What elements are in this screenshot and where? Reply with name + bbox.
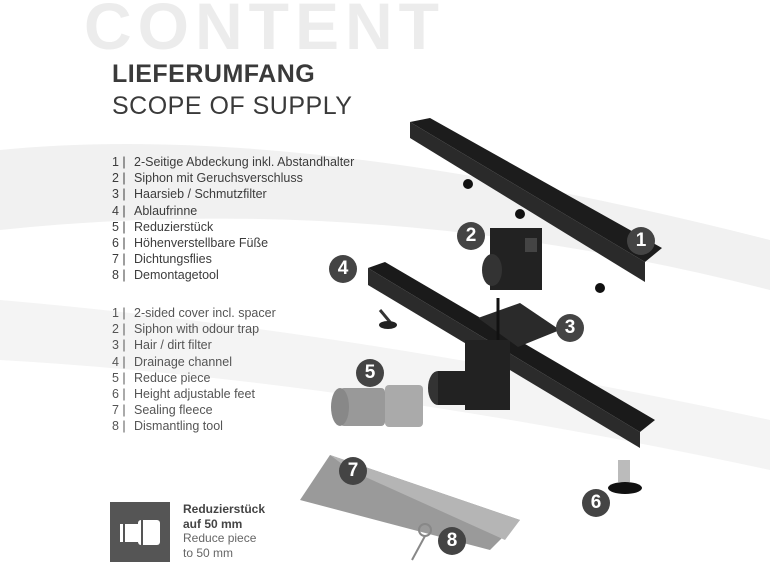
reducer-icon [110, 502, 170, 562]
list-item: 7 |Sealing fleece [112, 403, 213, 418]
reducer-info: Reduzierstück auf 50 mm Reduce piece to … [183, 502, 266, 560]
parts-list-german: 1 |2-Seitige Abdeckung inkl. Abstandhalt… [112, 154, 354, 284]
list-item: 4 |Ablaufrinne [112, 203, 198, 218]
list-item: 2 |Siphon with odour trap [112, 322, 260, 337]
list-item: 6 |Height adjustable feet [112, 387, 255, 402]
page-subtitle: SCOPE OF SUPPLY [112, 92, 353, 120]
badge-6: 6 [582, 489, 610, 517]
badge-1: 1 [627, 227, 655, 255]
list-item: 8 |Dismantling tool [112, 419, 223, 434]
badge-4: 4 [329, 255, 357, 283]
filter-part [478, 298, 560, 347]
list-item: 5 |Reduce piece [112, 370, 211, 385]
cover-part [410, 118, 662, 293]
parts-list-english: 1 |2-sided cover incl. spacer 2 |Siphon … [112, 305, 276, 435]
reduce-piece-part [331, 385, 423, 427]
drainage-channel-part [368, 262, 655, 448]
badge-7: 7 [339, 457, 367, 485]
watermark: CONTENT [84, 0, 445, 63]
sealing-fleece-part [300, 455, 520, 550]
page-title: LIEFERUMFANG [112, 60, 316, 88]
list-item: 8 |Demontagetool [112, 268, 219, 283]
list-item: 3 |Haarsieb / Schmutzfilter [112, 187, 267, 202]
badge-5: 5 [356, 359, 384, 387]
list-item: 4 |Drainage channel [112, 354, 232, 369]
badge-8: 8 [438, 527, 466, 555]
list-item: 2 |Siphon mit Geruchsverschluss [112, 171, 303, 186]
list-item: 1 |2-sided cover incl. spacer [112, 306, 276, 320]
list-item: 6 |Höhenverstellbare Füße [112, 236, 269, 251]
badge-2: 2 [457, 222, 485, 250]
list-item: 3 |Hair / dirt filter [112, 338, 212, 353]
feet-part [608, 460, 642, 494]
list-item: 7 |Dichtungsflies [112, 252, 212, 267]
dismantling-tool-part [411, 523, 432, 561]
badge-3: 3 [556, 314, 584, 342]
list-item: 5 |Reduzierstück [112, 219, 214, 234]
list-item: 1 |2-Seitige Abdeckung inkl. Abstandhalt… [112, 155, 355, 169]
siphon-part [482, 228, 542, 290]
